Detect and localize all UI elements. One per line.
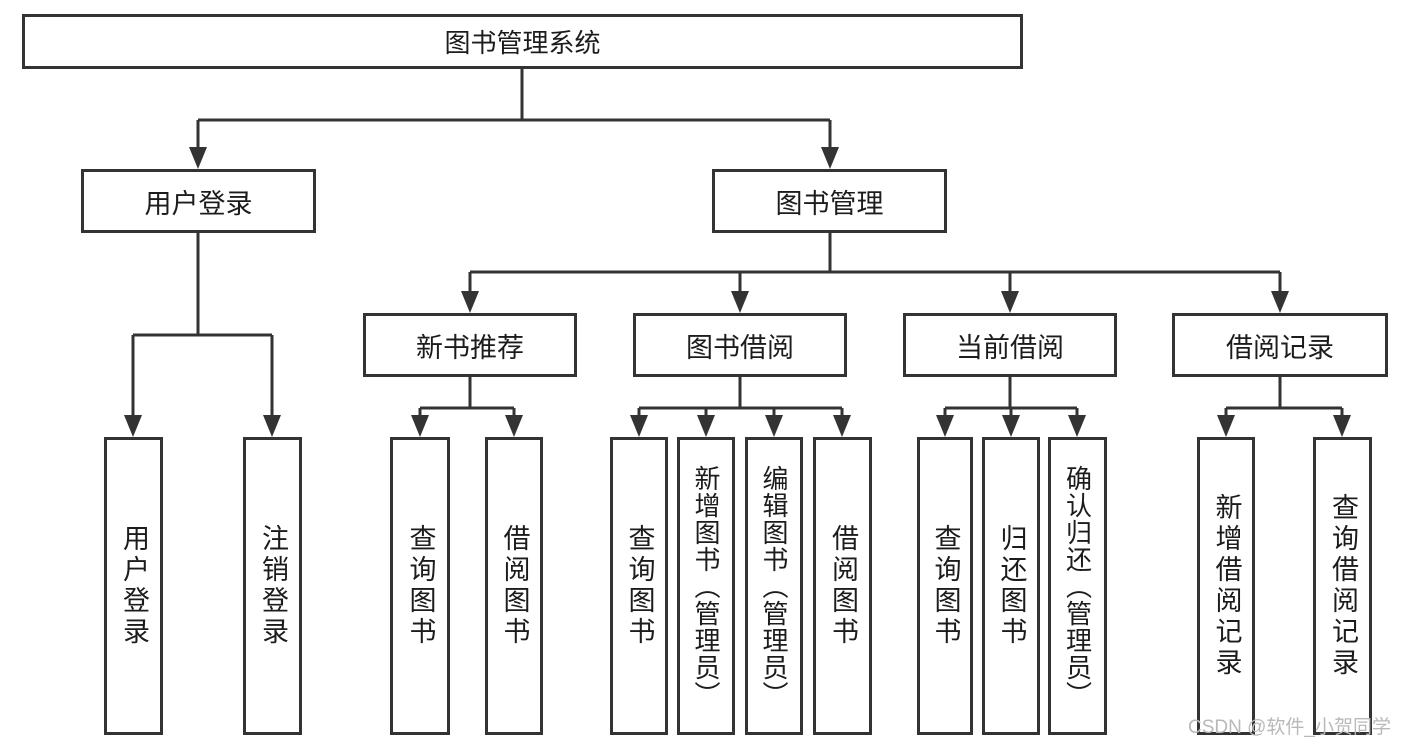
node-label: 新增图书（管理员）	[691, 464, 721, 708]
leaf-edit-books-admin: 编辑图书（管理员）	[745, 437, 803, 735]
leaf-query-borrow-record: 查询借阅记录	[1313, 437, 1372, 735]
node-borrowing-records: 借阅记录	[1172, 313, 1388, 377]
node-new-book-recommendation: 新书推荐	[363, 313, 577, 377]
node-label: 用户登录	[144, 188, 253, 219]
node-label: 查询图书	[405, 524, 436, 648]
node-label: 借阅图书	[499, 524, 530, 648]
node-current-borrowing: 当前借阅	[903, 313, 1117, 377]
node-label: 图书管理	[775, 188, 884, 219]
node-book-borrowing: 图书借阅	[633, 313, 847, 377]
node-book-management: 图书管理	[712, 169, 947, 233]
node-label: 图书借阅	[686, 332, 794, 363]
csdn-watermark: CSDN @软件_小贺同学	[1188, 717, 1391, 738]
node-label: 归还图书	[996, 524, 1027, 648]
leaf-return-books: 归还图书	[982, 437, 1040, 735]
node-label: 注销登录	[258, 524, 288, 648]
node-label: 新书推荐	[416, 332, 524, 363]
leaf-query-books-current: 查询图书	[917, 437, 973, 735]
node-label: 查询借阅记录	[1328, 493, 1358, 679]
leaf-add-books-admin: 新增图书（管理员）	[677, 437, 735, 735]
leaf-user-login: 用户登录	[104, 437, 163, 735]
node-library-management-system: 图书管理系统	[22, 14, 1023, 69]
node-label: 确认归还（管理员）	[1062, 464, 1093, 708]
node-label: 当前借阅	[956, 332, 1064, 363]
node-label: 编辑图书（管理员）	[759, 464, 789, 708]
leaf-borrow-books-recommend: 借阅图书	[485, 437, 543, 735]
node-label: 借阅记录	[1226, 332, 1334, 363]
leaf-add-borrow-record: 新增借阅记录	[1197, 437, 1255, 735]
leaf-logout: 注销登录	[243, 437, 302, 735]
node-label: 用户登录	[119, 524, 149, 648]
node-label: 图书管理系统	[444, 28, 601, 58]
node-user-login: 用户登录	[81, 169, 316, 233]
leaf-borrow-books-borrowing: 借阅图书	[813, 437, 872, 735]
leaf-query-books-borrowing: 查询图书	[610, 437, 668, 735]
node-label: 新增借阅记录	[1211, 493, 1242, 679]
node-label: 查询图书	[624, 524, 655, 648]
node-label: 查询图书	[930, 524, 961, 648]
node-label: 借阅图书	[828, 524, 858, 648]
leaf-query-books-recommend: 查询图书	[390, 437, 450, 735]
leaf-confirm-return-admin: 确认归还（管理员）	[1048, 437, 1107, 735]
